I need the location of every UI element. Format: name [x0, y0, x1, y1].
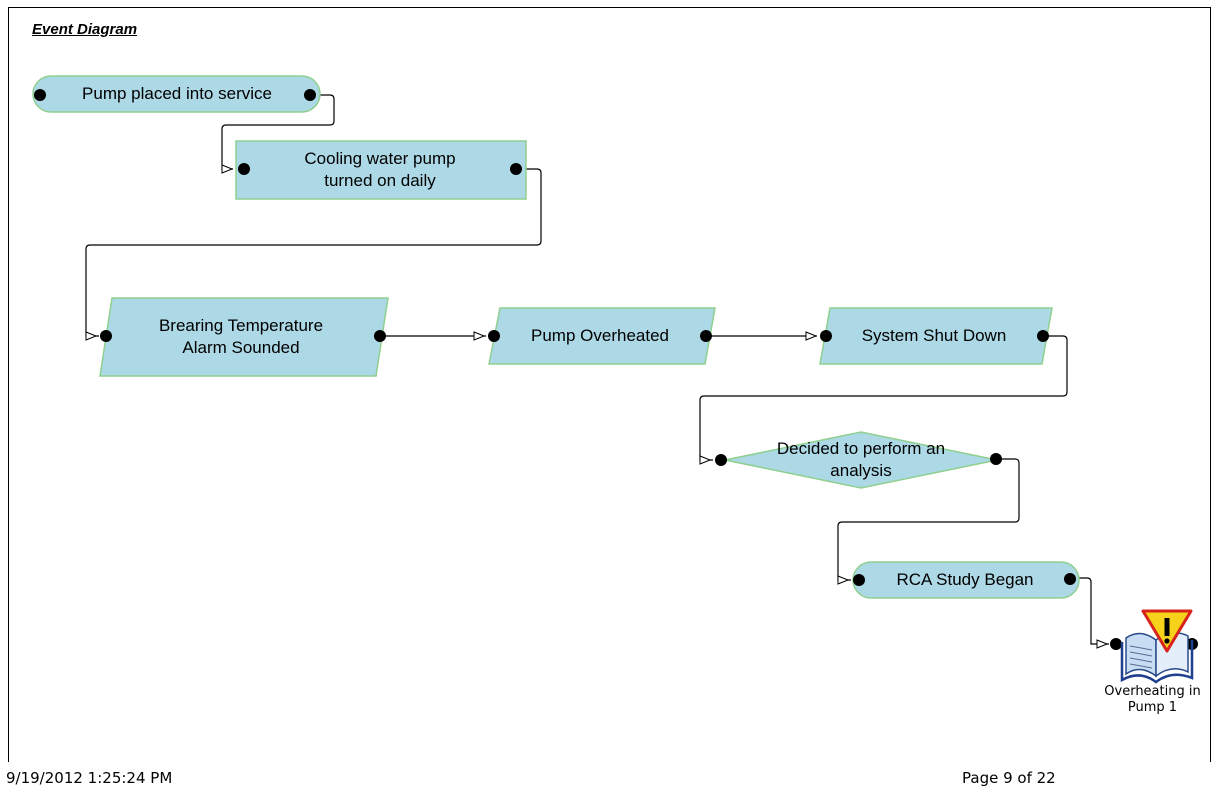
port	[990, 453, 1002, 465]
port	[1037, 330, 1049, 342]
connector-6	[837, 458, 1020, 581]
book-lines	[1129, 645, 1153, 669]
arrowhead-6	[837, 575, 850, 585]
node-overheating-pump1-label: Overheating in Pump 1	[1104, 684, 1201, 715]
node-rca-study-label: RCA Study Began	[896, 570, 1034, 589]
node-shapes	[32, 75, 1080, 599]
port	[238, 163, 250, 175]
connection-ports	[34, 89, 1198, 650]
footer-page-number: Page 9 of 22	[962, 769, 1056, 787]
arrowhead-2	[85, 331, 98, 341]
arrowhead-5	[699, 455, 712, 465]
connector-1	[221, 94, 335, 170]
port	[820, 330, 832, 342]
node-cooling-water-shape[interactable]	[235, 140, 527, 200]
connectors	[85, 94, 1109, 645]
warning-exclamation-dot	[1164, 638, 1170, 644]
node-system-shutdown-label: System Shut Down	[861, 326, 1007, 345]
port	[488, 330, 500, 342]
port	[374, 330, 386, 342]
connector-5	[699, 335, 1068, 461]
arrowhead-3	[473, 331, 486, 341]
port	[700, 330, 712, 342]
book-cover	[1120, 640, 1194, 684]
node-cooling-water-label: Cooling water pump turned on daily	[304, 149, 456, 190]
arrowhead-7	[1096, 639, 1109, 649]
arrowhead-1	[221, 164, 234, 174]
arrowhead-4	[805, 331, 818, 341]
port	[715, 454, 727, 466]
node-bearing-alarm-shape[interactable]	[99, 297, 389, 377]
port	[100, 330, 112, 342]
warning-book-icon[interactable]	[1120, 609, 1194, 684]
footer-timestamp: 9/19/2012 1:25:24 PM	[6, 769, 173, 787]
arrowheads	[85, 164, 1109, 649]
port	[853, 574, 865, 586]
port	[1064, 573, 1076, 585]
port	[510, 163, 522, 175]
diagram-title: Event Diagram	[32, 21, 138, 38]
node-pump-placed-shape[interactable]	[32, 75, 321, 113]
port	[304, 89, 316, 101]
node-system-shutdown-shape[interactable]	[819, 307, 1053, 365]
book-page-left	[1125, 632, 1157, 678]
node-pump-placed-label: Pump placed into service	[82, 84, 272, 103]
node-decided-analysis-label: Decided to perform an analysis	[776, 439, 946, 480]
node-pump-overheated-shape[interactable]	[488, 307, 716, 365]
connector-7	[1070, 577, 1109, 645]
port	[34, 89, 46, 101]
port	[1110, 638, 1122, 650]
warning-exclamation-bar	[1164, 618, 1170, 636]
connector-2	[85, 168, 542, 337]
node-pump-overheated-label: Pump Overheated	[531, 326, 669, 345]
node-bearing-alarm-label: Brearing Temperature Alarm Sounded	[158, 316, 324, 357]
